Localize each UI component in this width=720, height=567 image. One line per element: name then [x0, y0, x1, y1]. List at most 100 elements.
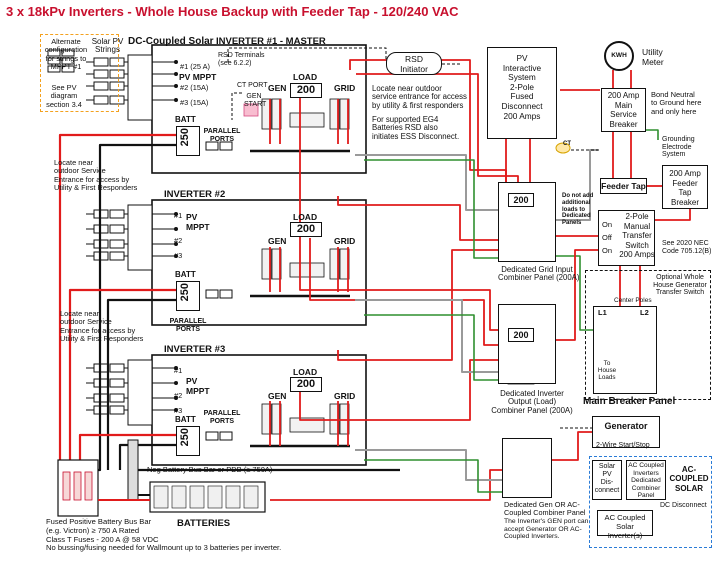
mppt-terminal — [174, 396, 178, 400]
inv2-mppt-3: #3 — [174, 251, 183, 260]
battery-cell-1 — [171, 485, 187, 509]
main-breaker-panel-label: Main Breaker Panel — [583, 396, 676, 407]
optional-gen-transfer-box — [585, 270, 711, 400]
ground-run-3 — [364, 459, 502, 493]
pv-panel-2-1b — [109, 209, 125, 219]
inv2-batt-value: 250 — [179, 283, 191, 302]
neg-bus-bar — [127, 439, 139, 501]
inv1-gen-breaker — [271, 98, 282, 130]
inv2-grid-label: GRID — [334, 236, 356, 246]
batt-pos-3 — [78, 433, 176, 470]
rsd-terminals-label: RSD Terminals(see 6.2.2) — [218, 52, 265, 67]
batt-neg-2 — [106, 298, 176, 470]
alt-pv-b-1 — [61, 57, 75, 65]
pv-panel-3-1b — [109, 363, 125, 373]
alt-pv-a-0 — [47, 49, 61, 57]
pv-panel-3-2b — [109, 378, 125, 388]
inv1-batt-label: BATT — [175, 115, 196, 124]
ac-coupled-solar-box — [589, 456, 712, 548]
inv3-batt-label: BATT — [175, 415, 196, 424]
ts-on-1: On — [602, 220, 613, 229]
mppt-terminal — [174, 60, 178, 64]
inv3-grid-label: GRID — [334, 391, 356, 401]
alt-config-box — [40, 34, 119, 112]
mppt-terminal — [174, 381, 178, 385]
ground-run-2 — [364, 314, 498, 381]
inv1-mppt-2: #2 (15A) — [180, 83, 209, 92]
dc-disconnect-1 — [127, 54, 153, 121]
mppt-terminal — [174, 72, 178, 76]
inv2-grid-breaker — [329, 248, 340, 280]
ct-wire — [231, 92, 242, 120]
neg-bus-label: Neg Battery Bus Bar or PDB (≥ 750A) — [147, 465, 273, 474]
mppt-terminal — [174, 254, 178, 258]
battery-cell-2 — [189, 485, 205, 509]
inv3-load-breaker — [290, 377, 322, 392]
inv1-mppt-label: PV MPPT — [179, 72, 217, 82]
fuse-note: Fused Positive Battery Bus Bar(e.g. Vict… — [46, 517, 282, 553]
inv2-mppt-2: #2 — [174, 236, 183, 245]
load-feed-3 — [299, 359, 498, 421]
battery-cell-0 — [153, 485, 169, 509]
battery-cell-5 — [243, 485, 259, 509]
inv3-parallel-port-a — [205, 431, 219, 441]
utility-meter — [604, 41, 634, 71]
main-breaker-panel — [593, 306, 657, 394]
batt-pos-2 — [68, 288, 176, 470]
output-to-ts — [556, 249, 598, 341]
output-combiner-main: 200 — [508, 328, 534, 342]
alt-pv-a-1 — [47, 57, 61, 65]
class-t-fuse-0 — [62, 471, 71, 501]
inv3-gen-label: GEN — [268, 391, 287, 401]
gen-combiner-panel — [502, 438, 552, 498]
inv2-load-breaker — [290, 222, 322, 237]
mppt-terminal — [174, 408, 178, 412]
inv3-parallel-port-b — [219, 431, 233, 441]
grid-feed-3 — [337, 249, 498, 361]
ac-dc-disconnect-label: DC Disconnect — [660, 502, 707, 509]
ct-clamp — [555, 142, 571, 154]
inv1-gen-label: GEN — [268, 83, 287, 93]
mppt-terminal — [174, 84, 178, 88]
grid-combiner-main: 200 — [508, 193, 534, 207]
ground-run-1 — [364, 159, 498, 259]
ground-electrode — [640, 129, 659, 140]
battery-cell-4 — [225, 485, 241, 509]
pv-panel-2-3b — [109, 239, 125, 249]
batt-pos-1 — [58, 133, 176, 470]
grid-combiner-panel — [498, 182, 556, 262]
class-t-fuse-1 — [73, 471, 82, 501]
inv3-batt-value: 250 — [179, 428, 191, 447]
breaker-to-ts — [655, 209, 691, 221]
dc-disconnect-3 — [127, 359, 153, 426]
inv2-gen-label: GEN — [268, 236, 287, 246]
inv3-load-label: LOAD — [293, 367, 318, 377]
inv2-batt-label: BATT — [175, 270, 196, 279]
output-combiner-panel — [498, 304, 556, 384]
batt-neg-3 — [118, 443, 176, 470]
pv-panel-3-3b — [109, 393, 125, 403]
gen-feed — [270, 469, 502, 501]
kwh-label: KWH — [611, 52, 627, 59]
inv3-gen-breaker — [271, 403, 282, 435]
inv2-grid-breaker — [339, 248, 350, 280]
manual-transfer-switch[interactable] — [598, 210, 655, 266]
diagram-title: 3 x 18kPv Inverters - Whole House Backup… — [6, 4, 459, 19]
mppt-terminal — [174, 212, 178, 216]
ground-to-main — [556, 255, 593, 331]
